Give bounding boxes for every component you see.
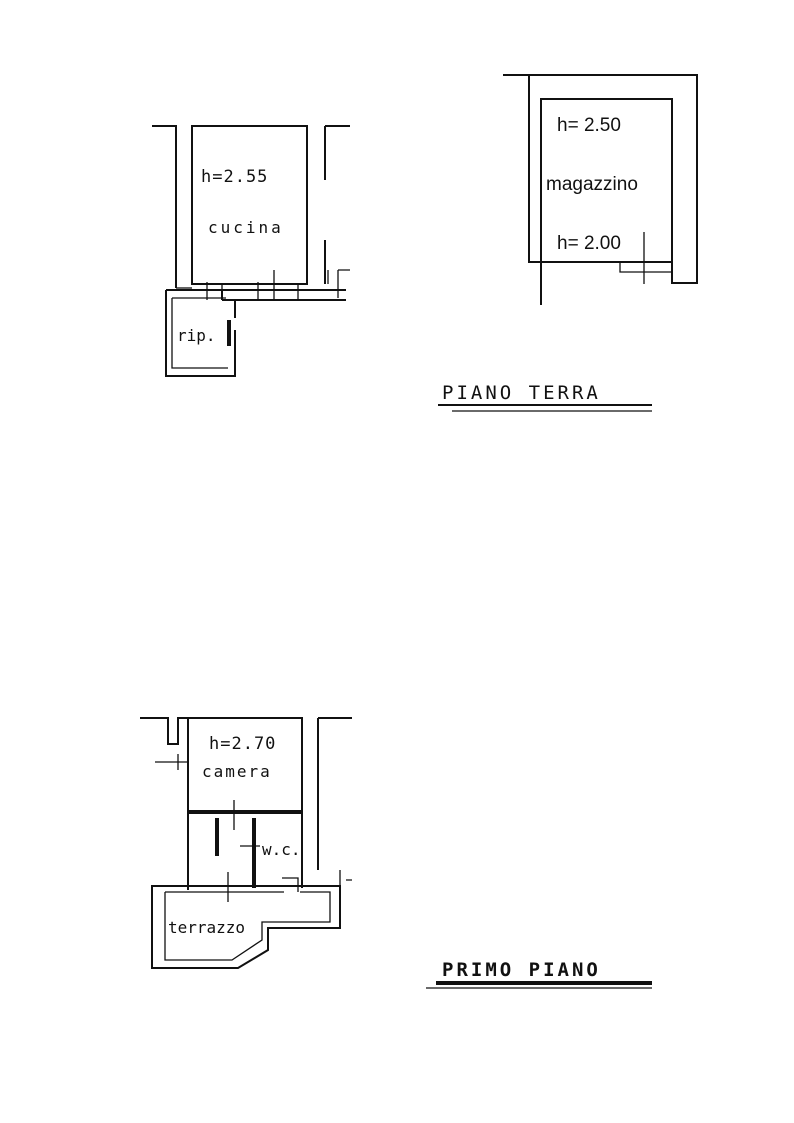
- closet-inner-wall: [171, 297, 228, 369]
- kitchen-left-wall: [152, 125, 177, 288]
- warehouse-height-bottom-label: h= 2.00: [557, 233, 621, 254]
- first-floor-left-wall: [140, 717, 188, 745]
- bedroom-window: [155, 754, 188, 770]
- warehouse-inner-wall: [540, 98, 673, 263]
- terrace-door-detail: [227, 870, 352, 902]
- first-floor-plan: h=2.70 camera w.c. terrazzo: [140, 717, 352, 969]
- kitchen-right-wall: [324, 125, 350, 284]
- closet-outer-wall: [165, 289, 236, 377]
- ground-floor-kitchen-plan: h=2.55 cucina rip.: [152, 125, 350, 377]
- warehouse-opening: [619, 232, 672, 284]
- ground-floor-title-text: PIANO TERRA: [442, 382, 601, 404]
- kitchen-room-outline: [191, 125, 308, 285]
- wc-door: [233, 800, 260, 847]
- terrace-inner-outline: [164, 891, 331, 961]
- kitchen-right-wall-detail: [327, 269, 350, 298]
- kitchen-height-label: h=2.55: [201, 167, 268, 187]
- warehouse-name-label: magazzino: [546, 174, 638, 195]
- wc-name-label: w.c.: [262, 840, 301, 859]
- bedroom-name-label: camera: [202, 762, 272, 781]
- closet-name-label: rip.: [177, 326, 216, 345]
- warehouse-outer-wall: [503, 74, 698, 284]
- warehouse-height-top-label: h= 2.50: [557, 115, 621, 136]
- ground-floor-warehouse-plan: h= 2.50 magazzino h= 2.00: [503, 74, 698, 305]
- bedroom-height-label: h=2.70: [209, 734, 276, 754]
- bedroom-top-wall: [188, 717, 303, 812]
- first-floor-right-wall: [317, 717, 352, 870]
- kitchen-name-label: cucina: [208, 218, 284, 237]
- ground-floor-title: PIANO TERRA: [438, 382, 652, 412]
- warehouse-left-wall: [528, 75, 542, 305]
- first-floor-title-text: PRIMO PIANO: [442, 959, 601, 981]
- wc-walls: [215, 818, 256, 888]
- first-floor-title: PRIMO PIANO: [426, 959, 652, 989]
- terrace-name-label: terrazzo: [168, 918, 245, 937]
